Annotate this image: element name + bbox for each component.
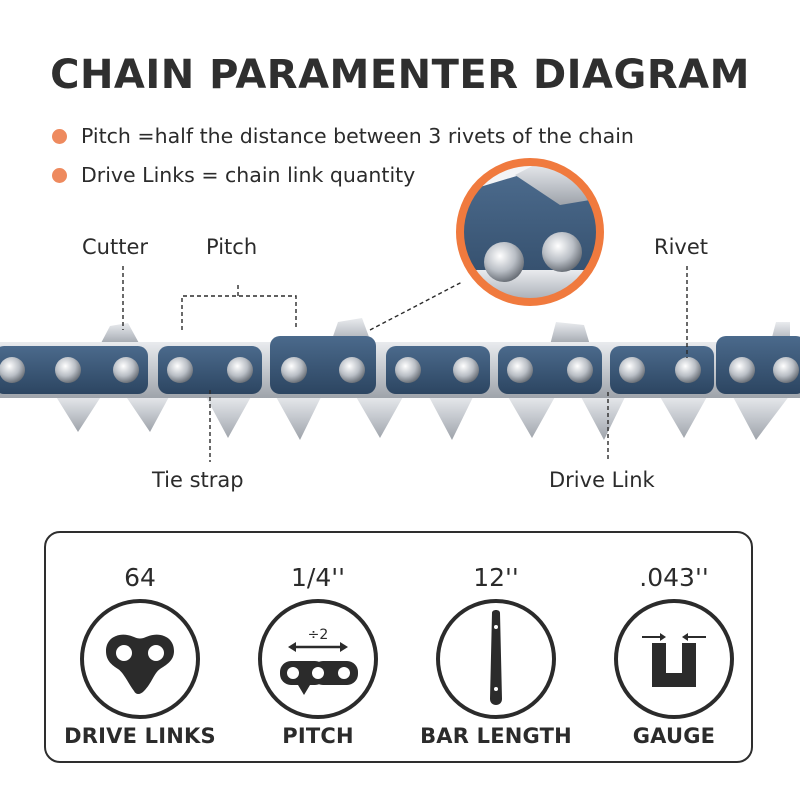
drive-link-icon (80, 599, 200, 719)
spec-label: DRIVE LINKS (64, 724, 216, 748)
cutter-teeth (100, 318, 790, 345)
bullet-dot-icon (52, 128, 67, 144)
pitch-divide-label: ÷2 (308, 627, 329, 643)
bullet-drive-links-definition: Drive Links = chain link quantity (52, 163, 415, 187)
callout-tie-strap: Tie strap (152, 468, 244, 492)
spec-pitch: 1/4'' ÷2 PITCH (228, 533, 408, 765)
spec-drive-links: 64 DRIVE LINKS (50, 533, 230, 765)
spec-value: 12'' (473, 563, 519, 592)
spec-value: 1/4'' (291, 563, 345, 592)
bullet-text: Pitch =half the distance between 3 rivet… (81, 124, 634, 148)
chain-illustration (0, 158, 800, 462)
spec-value: .043'' (639, 563, 709, 592)
spec-value: 64 (124, 563, 156, 592)
callout-pitch: Pitch (206, 235, 258, 259)
bullet-text: Drive Links = chain link quantity (81, 163, 416, 187)
specifications-panel: 64 DRIVE LINKS 1/4'' ÷2 (44, 531, 753, 763)
callout-rivet: Rivet (654, 235, 709, 259)
drive-link-teeth (10, 395, 790, 440)
spec-label: PITCH (282, 724, 354, 748)
spec-gauge: .043'' GAUGE (584, 533, 764, 765)
spec-bar-length: 12'' BAR LENGTH (406, 533, 586, 765)
page-title: CHAIN PARAMENTER DIAGRAM (50, 52, 750, 98)
pitch-icon: ÷2 (258, 599, 378, 719)
bullet-pitch-definition: Pitch =half the distance between 3 rivet… (52, 124, 634, 148)
callout-drive-link: Drive Link (549, 468, 655, 492)
bullet-dot-icon (52, 167, 67, 183)
zoom-inset (456, 158, 604, 306)
spec-label: BAR LENGTH (420, 724, 572, 748)
rivets (0, 357, 799, 383)
spec-label: GAUGE (632, 724, 716, 748)
callout-leaders (122, 266, 688, 462)
gauge-icon (614, 599, 734, 719)
callout-cutter: Cutter (82, 235, 148, 259)
bar-length-icon (436, 599, 556, 719)
